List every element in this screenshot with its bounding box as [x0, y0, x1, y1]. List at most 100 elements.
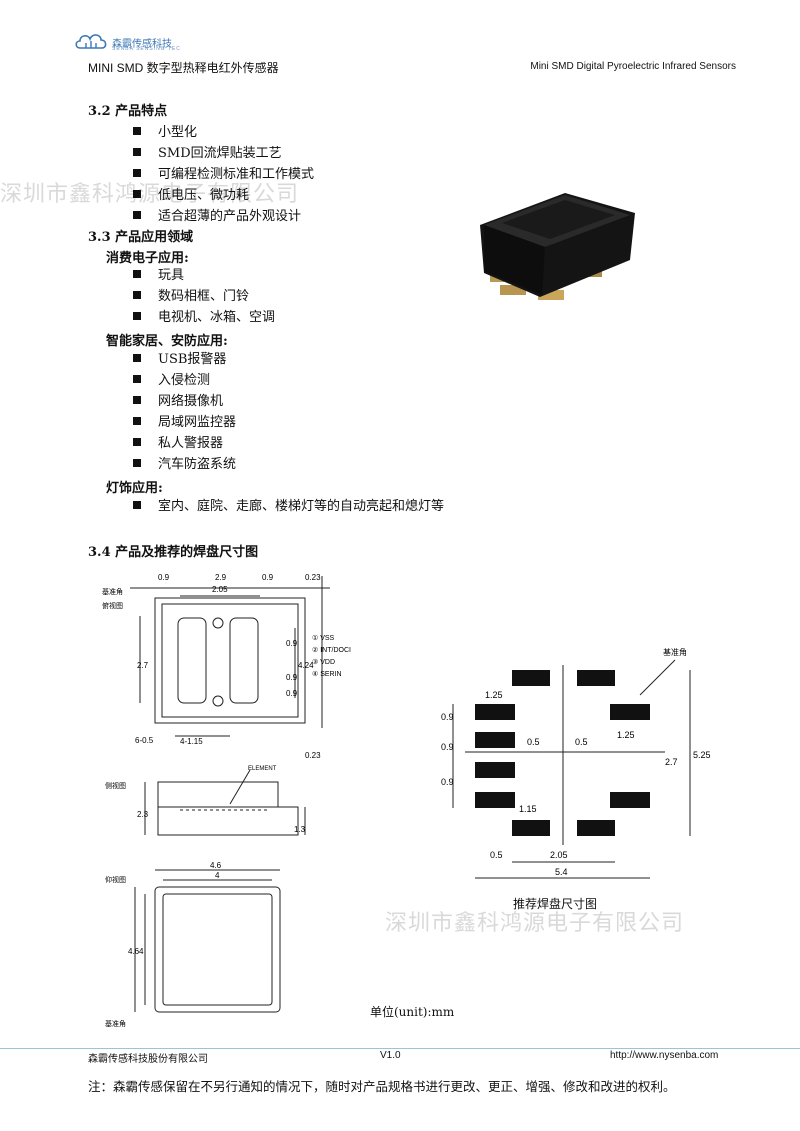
unit-label: 单位(unit):mm	[370, 1005, 455, 1019]
side-view-drawing: 侧视图 ELEMENT 2.3 1.3	[105, 766, 306, 836]
company-logo	[74, 30, 224, 56]
pad-dim: 0.9	[441, 777, 454, 787]
footer-note: 注：森霸传感保留在不另行通知的情况下，随时对产品规格书进行更改、更正、增强、修改…	[88, 1079, 676, 1094]
list-item: 室内、庭院、走廊、楼梯灯等的自动亮起和熄灯等	[133, 494, 444, 515]
footer-url[interactable]: http://www.nysenba.com	[610, 1050, 719, 1061]
smarthome-list: USB报警器 入侵检测 网络摄像机 局域网监控器 私人警报器 汽车防盗系统	[133, 347, 236, 473]
side-view-label: 侧视图	[105, 781, 126, 790]
list-item: 网络摄像机	[133, 389, 236, 410]
pad-dim: 0.5	[490, 850, 503, 860]
top-dim: 2.9	[215, 573, 227, 582]
pad-dim: 2.7	[665, 757, 678, 767]
bullet-icon	[133, 437, 141, 446]
bullet-icon	[133, 269, 141, 278]
list-item: 适合超薄的产品外观设计	[133, 204, 314, 225]
top-dim: 0.9	[286, 689, 298, 698]
pad-dim: 0.5	[527, 737, 540, 747]
footer-divider	[0, 1048, 800, 1049]
list-item: 局域网监控器	[133, 410, 236, 431]
pin-label: ④ SERIN	[312, 670, 342, 678]
footer-company: 森霸传感科技股份有限公司	[88, 1054, 208, 1065]
bullet-icon	[133, 458, 141, 467]
bullet-icon	[133, 374, 141, 383]
bottom-dim: 4.6	[128, 947, 140, 956]
list-item: USB报警器	[133, 347, 236, 368]
top-dim: 4-1.15	[180, 737, 203, 746]
pad-dim: 1.15	[519, 804, 537, 814]
top-dim: 2.05	[212, 585, 228, 594]
bullet-icon	[133, 500, 141, 509]
header-left-title: MINI SMD 数字型热释电红外传感器	[88, 61, 279, 75]
cloud-logo-icon	[75, 34, 107, 49]
top-dim: 6-0.5	[135, 736, 154, 745]
top-dim: 0.9	[262, 573, 274, 582]
pad-dim: 1.25	[485, 690, 503, 700]
bullet-icon	[133, 210, 141, 219]
top-dim: 0.9	[158, 573, 170, 582]
pad-dim: 0.9	[441, 742, 454, 752]
list-item: 私人警报器	[133, 431, 236, 452]
list-item: 玩具	[133, 263, 275, 284]
side-dim: 2.3	[137, 810, 149, 819]
pin-label: ③ VDD	[312, 658, 335, 666]
group-label-smarthome: 智能家居、安防应用:	[106, 334, 228, 349]
bullet-icon	[133, 147, 141, 156]
list-item: 小型化	[133, 120, 314, 141]
bottom-view-label: 仰视图	[105, 875, 126, 884]
top-view-label: 俯视图	[102, 601, 123, 610]
top-dim: 2.7	[137, 661, 149, 670]
bullet-icon	[133, 395, 141, 404]
element-label: ELEMENT	[248, 766, 277, 772]
list-item: SMD回流焊贴装工艺	[133, 141, 314, 162]
group-label-consumer: 消费电子应用:	[106, 251, 189, 266]
watermark-bottom: 深圳市鑫科鸿源电子有限公司	[385, 911, 685, 936]
pin-label: ① VSS	[312, 634, 335, 642]
bottom-view-drawing: 4.6 4 4.6 4 仰视图 基准角	[105, 862, 281, 1028]
bullet-icon	[133, 290, 141, 299]
list-item: 低电压、微功耗	[133, 183, 314, 204]
pad-dim: 2.05	[550, 850, 568, 860]
pad-dim: 5.25	[693, 750, 711, 760]
ref-corner-label: 基准角	[102, 587, 123, 596]
bottom-dim: 4	[139, 947, 144, 956]
bottom-dim: 4	[215, 871, 220, 880]
bullet-icon	[133, 168, 141, 177]
top-dim: 0.23	[305, 751, 321, 760]
header-right-title: Mini SMD Digital Pyroelectric Infrared S…	[530, 61, 736, 72]
section-3-3-title: 3.3 产品应用领域	[88, 230, 194, 245]
list-item: 入侵检测	[133, 368, 236, 389]
section-3-2-title: 3.2 产品特点	[88, 104, 168, 119]
group-label-lighting: 灯饰应用:	[106, 481, 163, 496]
pad-ref-label: 基准角	[663, 647, 687, 657]
bullet-icon	[133, 353, 141, 362]
list-item: 可编程检测标准和工作模式	[133, 162, 314, 183]
top-dim: 0.9	[286, 673, 298, 682]
top-dim: 0.23	[305, 573, 321, 582]
pad-layout-drawing: 基准角 1.25 0.9 0.5 0.5 1.25 0.9 0.9 2.7 5.…	[441, 647, 711, 879]
bottom-dim: 4.6	[210, 862, 222, 870]
bullet-icon	[133, 416, 141, 425]
top-dim: 0.9	[286, 639, 298, 648]
feature-list: 小型化 SMD回流焊贴装工艺 可编程检测标准和工作模式 低电压、微功耗 适合超薄…	[133, 120, 314, 225]
pin-label: ② INT/DOCI	[312, 646, 351, 654]
logo-text: 森霸传感科技	[112, 39, 172, 50]
pad-dim: 1.25	[617, 730, 635, 740]
logo-subtext: SENBA SENSING TEC	[112, 46, 181, 52]
watermark-top: 深圳市鑫科鸿源电子有限公司	[0, 182, 300, 207]
list-item: 数码相框、门铃	[133, 284, 275, 305]
bullet-icon	[133, 189, 141, 198]
side-dim: 1.3	[294, 825, 306, 834]
bullet-icon	[133, 126, 141, 135]
pad-caption: 推荐焊盘尺寸图	[513, 897, 598, 911]
bottom-ref-label: 基准角	[105, 1019, 126, 1028]
footer-version: V1.0	[380, 1050, 401, 1061]
lighting-list: 室内、庭院、走廊、楼梯灯等的自动亮起和熄灯等	[133, 494, 444, 515]
list-item: 电视机、冰箱、空调	[133, 305, 275, 326]
top-dim: 4.24	[298, 661, 314, 670]
section-3-4-title: 3.4 产品及推荐的焊盘尺寸图	[88, 545, 259, 560]
pad-dim: 0.5	[575, 737, 588, 747]
consumer-list: 玩具 数码相框、门铃 电视机、冰箱、空调	[133, 263, 275, 326]
top-view-drawing: 0.9 2.9 0.9 2.05 0.23 2.7 4.24 0.9 0.9 0…	[102, 573, 351, 760]
pad-dim: 0.9	[441, 712, 454, 722]
list-item: 汽车防盗系统	[133, 452, 236, 473]
